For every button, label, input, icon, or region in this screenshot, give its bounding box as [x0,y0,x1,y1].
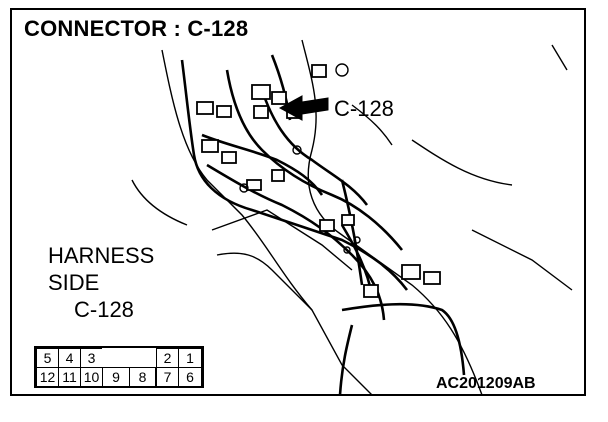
pin-cell: 7 [156,367,179,387]
pin-cell: 12 [36,367,59,387]
pin-gap [102,348,156,368]
pin-cell: 11 [58,367,81,387]
pin-cell: 5 [36,348,59,368]
callout-label: C-128 [334,96,394,121]
connector-pinout: 5 4 3 2 1 12 11 10 9 8 7 6 [34,346,204,388]
pin-cell: 9 [102,367,130,387]
pin-cell: 6 [178,367,202,387]
pinout-outline [34,346,204,388]
connector-title: CONNECTOR : C-128 [24,16,249,41]
pin-cell: 8 [129,367,156,387]
pin-cell: 4 [58,348,81,368]
harness-side-label: HARNESS SIDE C-128 [48,242,154,323]
callout-arrow [278,95,329,121]
pin-cell: 10 [80,367,103,387]
pin-cell: 2 [156,348,179,368]
pin-cell: 3 [80,348,103,368]
diagram-frame: CONNECTOR : C-128 C-128 HARNESS SIDE C-1… [10,8,586,396]
harness-label-line1: HARNESS [48,243,155,268]
pin-cell: 1 [178,348,202,368]
harness-illustration [131,39,573,394]
reference-code: AC201209AB [436,375,536,392]
harness-label-line3: C-128 [74,297,134,322]
harness-label-line2: SIDE [48,270,100,295]
